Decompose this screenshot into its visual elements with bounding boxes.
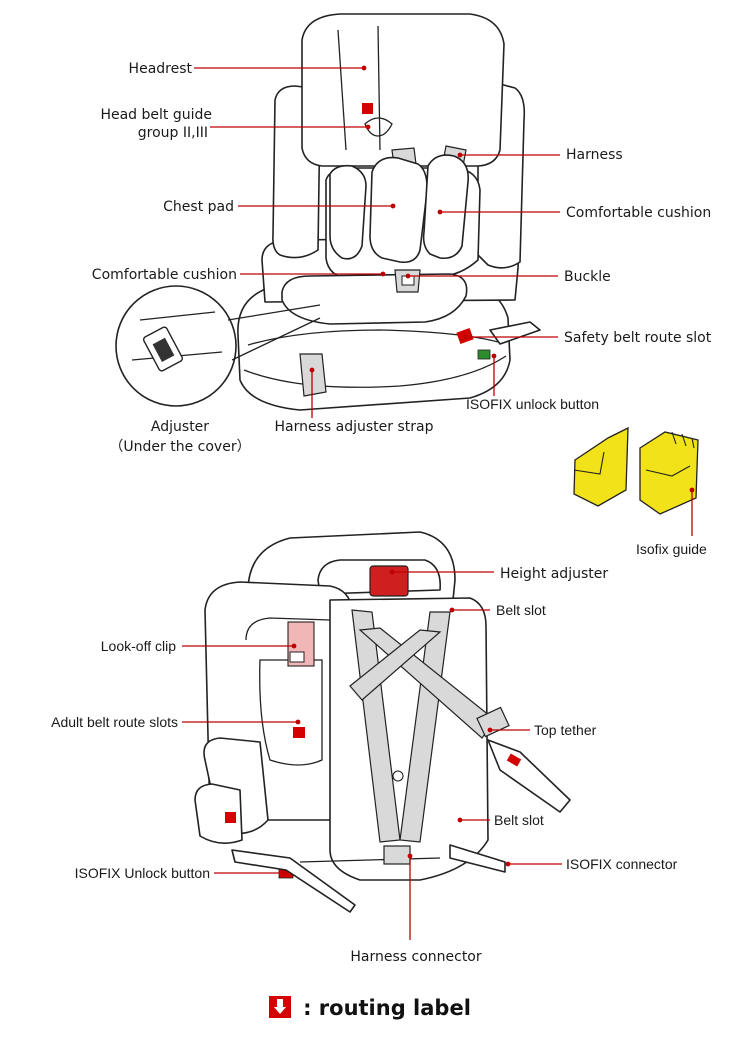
label-harness-connector: Harness connector [350, 949, 482, 965]
label-top-tether: Top tether [534, 722, 597, 738]
adjuster-detail-circle [115, 285, 321, 407]
label-harness: Harness [566, 147, 623, 163]
label-adult-belt-route-slots: Adult belt route slots [51, 714, 178, 730]
label-head-belt-guide-line2: group II,III [138, 125, 208, 141]
label-isofix-connector: ISOFIX connector [566, 856, 678, 872]
label-adjuster-line1: Adjuster [151, 419, 209, 435]
label-chest-pad: Chest pad [163, 199, 234, 215]
label-comfortable-cushion-right: Comfortable cushion [566, 205, 711, 221]
label-head-belt-guide-line1: Head belt guide [100, 107, 212, 123]
routing-label-icon [269, 996, 292, 1018]
label-comfortable-cushion-left: Comfortable cushion [92, 267, 237, 283]
label-headrest: Headrest [129, 61, 193, 77]
back-seat-illustration [194, 531, 571, 913]
label-belt-slot-bottom: Belt slot [494, 812, 544, 828]
label-harness-adjuster-strap: Harness adjuster strap [275, 419, 434, 435]
front-seat-illustration [237, 13, 541, 411]
label-adjuster-line2: （Under the cover） [109, 439, 250, 455]
label-look-off-clip: Look-off clip [101, 638, 176, 654]
label-height-adjuster: Height adjuster [500, 566, 608, 582]
label-safety-belt-route-slot: Safety belt route slot [564, 330, 712, 346]
label-isofix-unlock-button-front: ISOFIX unlock button [466, 396, 599, 412]
isofix-guide-illustration [573, 426, 699, 515]
leader-lines [182, 65, 695, 940]
label-buckle: Buckle [564, 269, 611, 285]
label-isofix-unlock-button-back: ISOFIX Unlock button [75, 865, 210, 881]
legend-text: : routing label [303, 996, 471, 1020]
label-isofix-guide: Isofix guide [636, 541, 707, 557]
legend: : routing label [0, 996, 740, 1020]
label-belt-slot-top: Belt slot [496, 602, 546, 618]
callout-labels: Headrest Head belt guide group II,III Ch… [51, 61, 712, 965]
